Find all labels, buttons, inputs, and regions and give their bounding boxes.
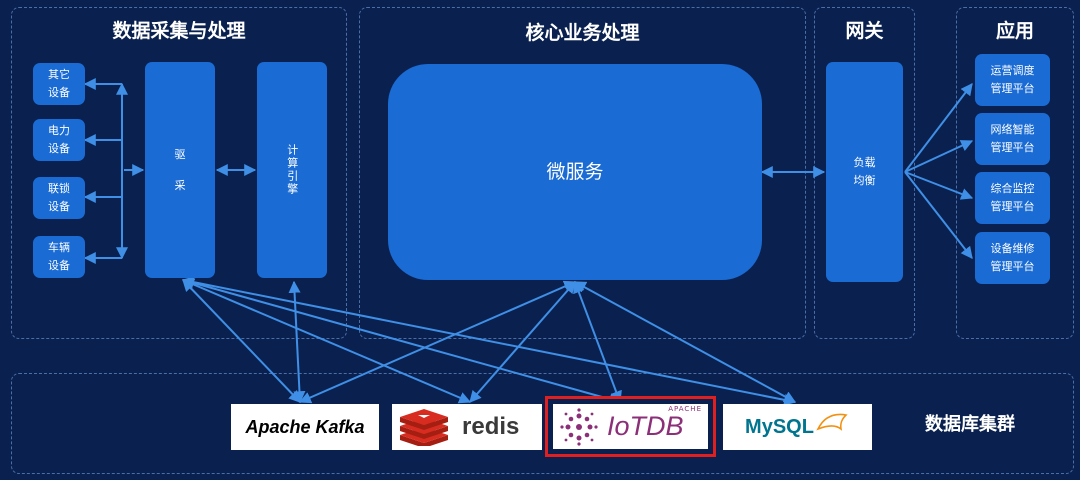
application-title: 应用 [995,20,1034,42]
redis-logo: redis [392,404,542,450]
app-ops-dispatch: 运营调度 管理平台 [975,54,1050,106]
kafka-label: Apache Kafka [245,416,365,437]
driver-label: 驱 采 [174,147,186,192]
mysql-label: MySQL [745,415,814,438]
driver-block: 驱 采 [145,62,215,278]
data-collection-panel [11,7,347,339]
app-network-intelligence-label: 网络智能 管理平台 [990,123,1035,154]
app-equipment-maintenance: 设备维修 管理平台 [975,232,1050,284]
device-interlock-label: 联锁 设备 [48,182,70,213]
iotdb-flower-icon [560,407,598,446]
app-network-intelligence: 网络智能 管理平台 [975,113,1050,165]
gateway-title: 网关 [845,20,884,42]
device-other: 其它 设备 [33,63,85,105]
core-business-title: 核心业务处理 [525,22,640,44]
microservice-block: 微服务 [388,64,762,280]
device-vehicle: 车辆 设备 [33,236,85,278]
application-panel [956,7,1074,339]
app-integrated-monitoring-label: 综合监控 管理平台 [990,182,1035,213]
load-balancer-block: 负载 均衡 [826,62,903,282]
iotdb-logo: APACHE IoTDB [545,396,716,457]
app-integrated-monitoring: 综合监控 管理平台 [975,172,1050,224]
iotdb-apache-label: APACHE [668,405,702,413]
iotdb-label: IoTDB [607,411,684,441]
app-ops-dispatch-label: 运营调度 管理平台 [990,64,1035,95]
device-interlock: 联锁 设备 [33,177,85,219]
device-vehicle-label: 车辆 设备 [48,241,70,272]
mysql-dolphin-icon [816,413,848,431]
app-equipment-maintenance-label: 设备维修 管理平台 [990,242,1035,273]
mysql-logo: MySQL [723,404,872,450]
redis-cube-icon [400,409,448,446]
load-balancer-label: 负载 均衡 [853,156,876,187]
device-other-label: 其它 设备 [48,68,70,99]
device-power: 电力 设备 [33,119,85,161]
data-collection-title: 数据采集与处理 [112,20,246,42]
device-power-label: 电力 设备 [48,124,70,155]
db-cluster-title: 数据库集群 [925,414,1015,435]
compute-engine-label: 计算引擎 [285,144,299,196]
kafka-logo: Apache Kafka [231,404,379,450]
redis-label: redis [462,413,520,440]
compute-engine-block: 计算引擎 [257,62,327,278]
microservice-label: 微服务 [546,160,604,183]
